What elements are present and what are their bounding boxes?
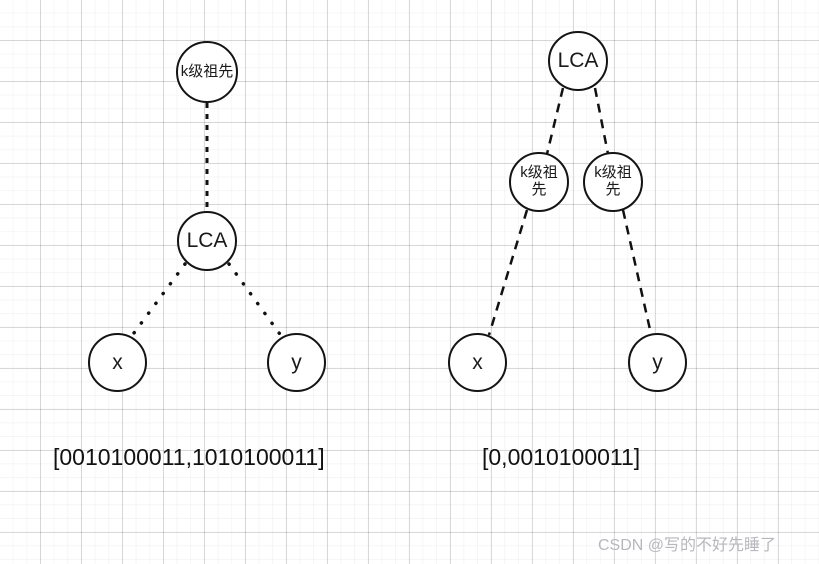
node-right-y[interactable]: y (628, 333, 687, 392)
csdn-watermark: CSDN @写的不好先睡了 (598, 537, 777, 554)
node-left-y[interactable]: y (267, 333, 326, 392)
node-left-lca-label: LCA (186, 229, 228, 253)
node-right-k-ancestor-left[interactable]: k级祖先 (509, 152, 569, 212)
node-right-lca[interactable]: LCA (548, 31, 608, 91)
node-right-x[interactable]: x (448, 333, 507, 392)
node-left-k-ancestor[interactable]: k级祖先 (176, 41, 238, 103)
edge-left-lca-to-y (227, 262, 284, 339)
node-left-y-label: y (291, 350, 302, 374)
edge-right-ancestor-right-to-y (621, 209, 653, 335)
node-left-x-label: x (112, 350, 123, 374)
node-right-y-label: y (652, 350, 663, 374)
edge-right-lca-to-ancestor-left (545, 87, 565, 155)
node-right-k-ancestor-left-label: k级祖先 (520, 164, 558, 198)
node-left-k-ancestor-label: k级祖先 (180, 62, 234, 80)
node-right-k-ancestor-right[interactable]: k级祖先 (583, 152, 643, 212)
right-tree-caption: [0,0010100011] (482, 444, 641, 470)
node-right-k-ancestor-right-label: k级祖先 (594, 164, 632, 198)
node-right-lca-label: LCA (557, 49, 599, 73)
edge-left-lca-to-x (129, 262, 187, 339)
node-right-x-label: x (472, 350, 483, 374)
node-left-x[interactable]: x (88, 333, 147, 392)
node-left-lca[interactable]: LCA (177, 211, 237, 271)
edge-right-lca-to-ancestor-right (593, 87, 610, 155)
edge-right-ancestor-left-to-x (487, 209, 529, 336)
left-tree-caption: [0010100011,1010100011] (53, 444, 325, 470)
